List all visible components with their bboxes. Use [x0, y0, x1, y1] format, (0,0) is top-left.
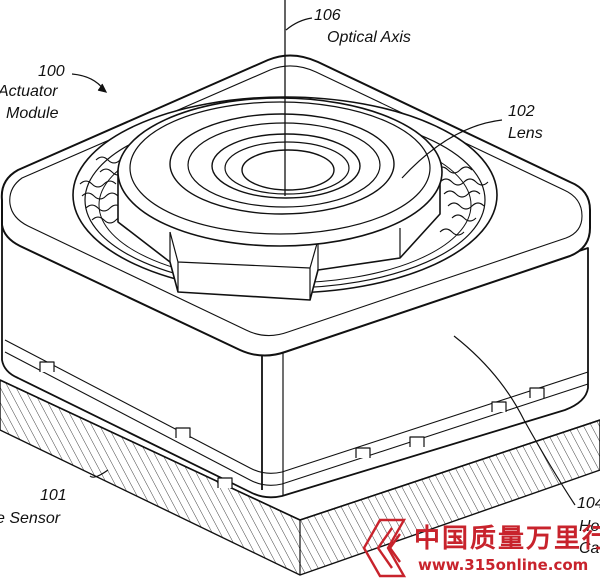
- leader-lines: [71, 17, 576, 506]
- spring-right: [435, 166, 489, 236]
- optical-axis-label: Optical Axis: [327, 29, 411, 46]
- actuator-number: 100: [38, 63, 65, 80]
- lens-number: 102: [508, 103, 535, 120]
- housing-number: 104: [577, 495, 600, 512]
- watermark-logo-icon: [362, 518, 407, 578]
- sensor-label: e Sensor: [0, 510, 61, 527]
- actuator-label-line1: Actuator: [0, 83, 58, 100]
- housing-label-line2: Ca: [579, 540, 600, 557]
- optical-axis-number: 106: [314, 7, 341, 24]
- actuator-label-line2: Module: [6, 105, 59, 122]
- housing-label-line1: Ho: [579, 518, 600, 535]
- sensor-number: 101: [40, 487, 67, 504]
- image-sensor-board: [0, 379, 600, 576]
- watermark-chinese-text: 中国质量万里行: [414, 524, 600, 554]
- watermark-url: www.315online.com: [418, 556, 589, 574]
- lens-barrel: [117, 97, 443, 301]
- lens-label: Lens: [508, 125, 543, 142]
